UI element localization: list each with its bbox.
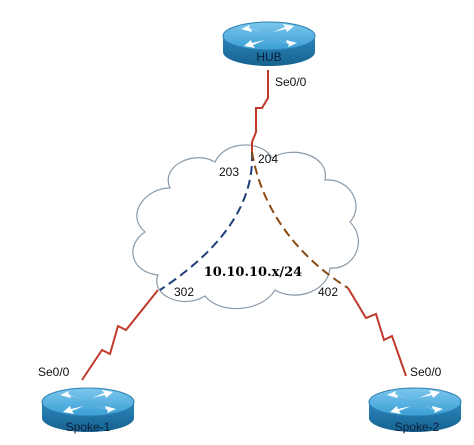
pvc-hub-spoke2: [251, 151, 349, 289]
dlci-hub-to-spoke1: 203: [219, 165, 239, 179]
hub-interface-label: Se0/0: [275, 75, 307, 89]
serial-link-spoke1: [81, 289, 159, 381]
router-hub[interactable]: HUB: [222, 21, 316, 67]
frame-relay-cloud: [132, 144, 359, 310]
serial-link-spoke2: [347, 287, 407, 377]
router-spoke1[interactable]: Spoke-1: [41, 387, 135, 434]
subnet-label: 10.10.10.x/24: [204, 265, 302, 280]
spoke2-interface-label: Se0/0: [410, 365, 442, 379]
router-hub-label: HUB: [256, 50, 281, 64]
serial-link-hub: [251, 70, 269, 152]
dlci-spoke1-to-hub: 302: [174, 285, 194, 299]
dlci-spoke2-to-hub: 402: [318, 285, 338, 299]
router-spoke2[interactable]: Spoke-2: [368, 387, 462, 434]
router-spoke2-label: Spoke-2: [395, 420, 440, 434]
spoke1-interface-label: Se0/0: [38, 365, 70, 379]
dlci-hub-to-spoke2: 204: [258, 152, 278, 166]
router-spoke1-label: Spoke-1: [66, 420, 111, 434]
pvc-hub-spoke1: [159, 151, 254, 291]
